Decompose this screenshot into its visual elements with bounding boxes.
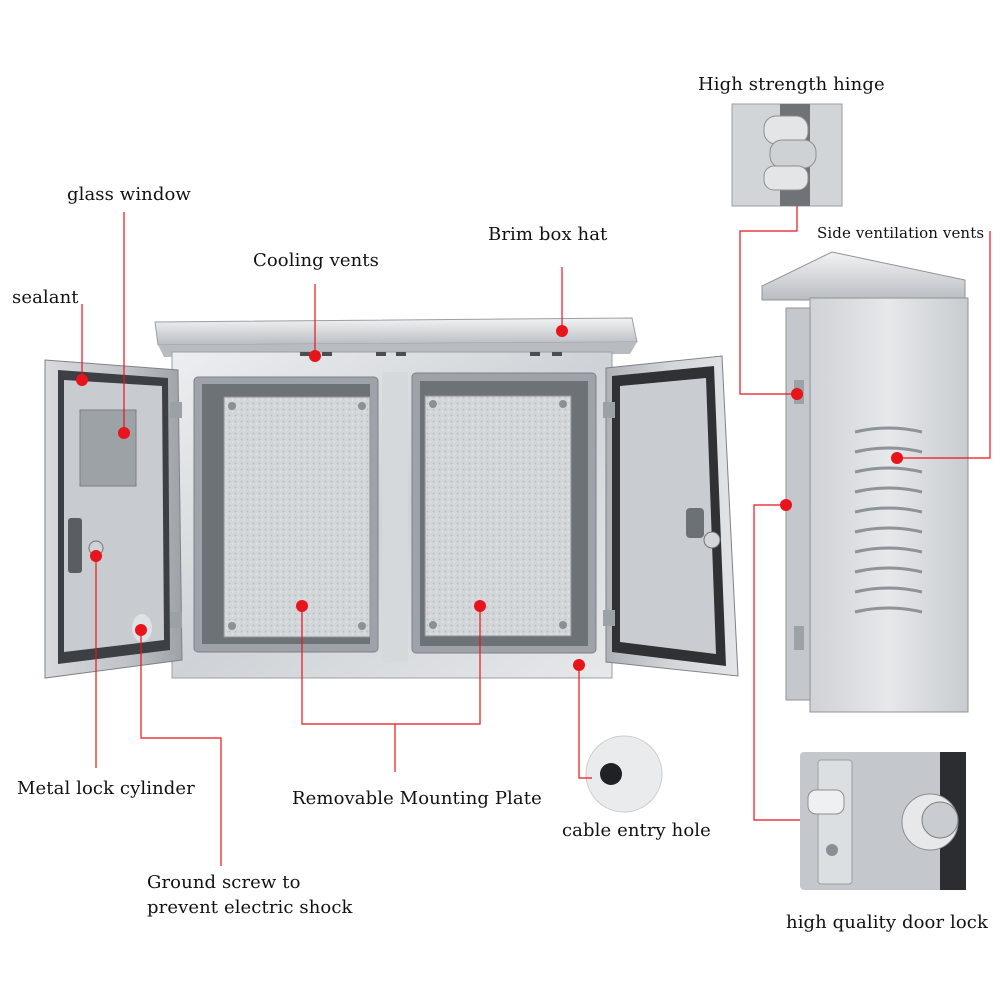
marker-door-lock bbox=[780, 499, 792, 511]
side-ventilation-louvers bbox=[854, 426, 923, 614]
cooling-vent-slots bbox=[300, 352, 562, 356]
label-cable-entry-hole: cable entry hole bbox=[562, 820, 711, 841]
marker-cable-entry bbox=[573, 659, 585, 671]
marker-cooling-vents bbox=[309, 350, 321, 362]
right-door-latch bbox=[686, 508, 721, 549]
side-view-enclosure bbox=[761, 251, 969, 713]
label-glass-window: glass window bbox=[67, 184, 191, 205]
mounting-plate-right bbox=[424, 395, 572, 637]
label-removable-mounting-plate: Removable Mounting Plate bbox=[292, 788, 542, 809]
main-enclosure bbox=[44, 317, 739, 679]
marker-side-vents bbox=[891, 452, 903, 464]
label-cooling-vents: Cooling vents bbox=[253, 250, 379, 271]
mounting-plate-left bbox=[223, 396, 371, 638]
label-high-quality-door-lock: high quality door lock bbox=[786, 912, 988, 933]
marker-brim-box-hat bbox=[556, 325, 568, 337]
marker-plate-right bbox=[474, 600, 486, 612]
side-panel bbox=[809, 297, 969, 713]
side-roof bbox=[761, 251, 966, 301]
hinge-inset bbox=[731, 103, 843, 207]
label-ground-screw: Ground screw to prevent electric shock bbox=[147, 872, 353, 918]
label-brim-box-hat: Brim box hat bbox=[488, 224, 608, 245]
marker-lock-cylinder bbox=[90, 550, 102, 562]
markers bbox=[76, 325, 903, 671]
label-side-ventilation-vents: Side ventilation vents bbox=[817, 224, 985, 242]
glass-window bbox=[79, 409, 137, 487]
marker-ground-screw bbox=[135, 624, 147, 636]
label-high-strength-hinge: High strength hinge bbox=[698, 74, 885, 95]
label-metal-lock-cylinder: Metal lock cylinder bbox=[17, 778, 195, 799]
marker-plate-left bbox=[296, 600, 308, 612]
cable-entry-inset bbox=[585, 735, 663, 813]
door-lock-inset bbox=[800, 752, 966, 890]
label-sealant: sealant bbox=[12, 287, 79, 308]
marker-hinge bbox=[791, 388, 803, 400]
marker-glass-window bbox=[118, 427, 130, 439]
marker-sealant bbox=[76, 374, 88, 386]
leader-lines bbox=[81, 206, 991, 866]
